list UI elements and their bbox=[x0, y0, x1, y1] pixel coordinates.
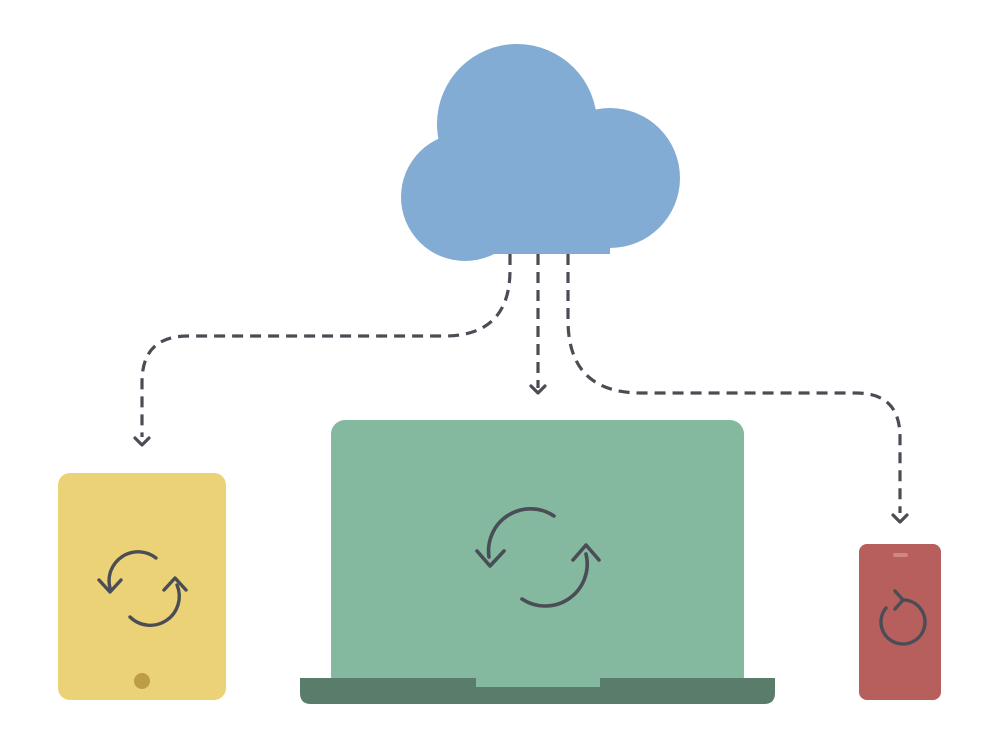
sync-head-left bbox=[97, 578, 123, 594]
sync-arrows-icon bbox=[475, 507, 601, 608]
arrowheads bbox=[133, 384, 909, 524]
sync-head-right bbox=[162, 576, 188, 592]
tablet-device bbox=[58, 473, 226, 700]
laptop-base bbox=[300, 678, 775, 704]
connectors bbox=[140, 254, 902, 513]
laptop-device bbox=[300, 420, 775, 704]
sync-arrows-icon bbox=[97, 550, 188, 627]
cloud-base bbox=[465, 150, 610, 254]
laptop-screen bbox=[331, 420, 744, 690]
refresh-arc bbox=[879, 598, 927, 646]
sync-arc-top bbox=[486, 507, 556, 559]
cloud-icon bbox=[401, 44, 680, 261]
sync-head-left bbox=[475, 549, 506, 568]
sync-arc-bottom bbox=[128, 583, 181, 627]
tablet-home-button bbox=[134, 673, 150, 689]
connector-to-tablet bbox=[140, 254, 512, 437]
tablet-body bbox=[58, 473, 226, 700]
arrowhead-tablet bbox=[133, 436, 151, 447]
refresh-arrow-icon bbox=[879, 589, 927, 646]
phone-body bbox=[859, 544, 941, 700]
refresh-head bbox=[893, 589, 905, 611]
phone-speaker bbox=[893, 553, 908, 557]
sync-arc-bottom bbox=[520, 552, 590, 608]
sync-head-right bbox=[571, 543, 601, 562]
connector-to-phone bbox=[566, 254, 902, 513]
arrowhead-laptop bbox=[529, 384, 547, 395]
laptop-hinge-notch bbox=[476, 678, 600, 687]
arrowhead-phone bbox=[891, 513, 909, 524]
sync-arc-top bbox=[107, 550, 158, 590]
phone-device bbox=[859, 544, 941, 700]
